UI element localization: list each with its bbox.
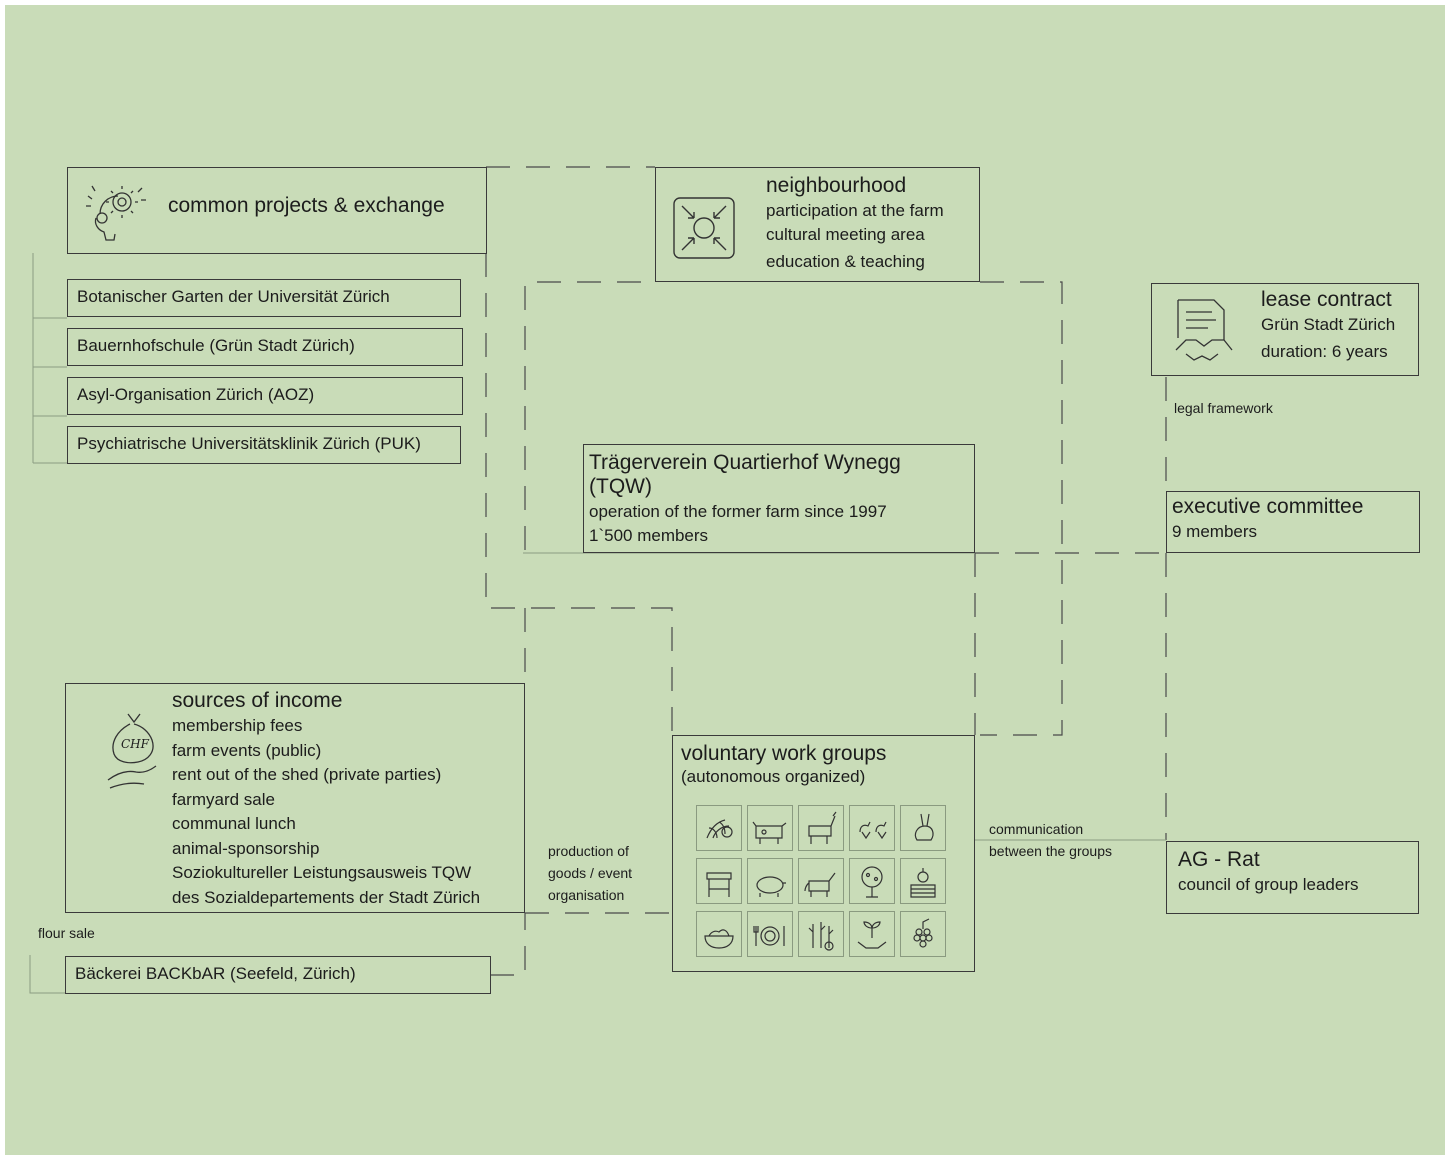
bakery-box: Bäckerei BACKbAR (Seefeld, Zürich) [65, 956, 491, 994]
lease-contract-box: lease contract Grün Stadt Zürich duratio… [1151, 283, 1419, 376]
legal-framework-label: legal framework [1174, 400, 1273, 416]
tqw-members: 1`500 members [589, 526, 709, 545]
gear-brain-lightbulb-icon [86, 185, 146, 241]
partner-box-aoz: Asyl-Organisation Zürich (AOZ) [67, 377, 463, 415]
production-label: production of goods / event organisation [548, 840, 632, 906]
partner-label: Botanischer Garten der Universität Züric… [77, 287, 390, 306]
income-item: farmyard sale [172, 789, 275, 809]
cow-icon [747, 805, 793, 851]
ag-rat-subtitle: council of group leaders [1178, 875, 1359, 894]
neighbourhood-box: neighbourhood participation at the farm … [655, 167, 980, 282]
neighbourhood-item: cultural meeting area [766, 225, 925, 244]
partner-label: Psychiatrische Universitätsklinik Zürich… [77, 434, 421, 453]
pig-icon [747, 858, 793, 904]
converging-arrows-icon [673, 197, 735, 259]
income-item: rent out of the shed (private parties) [172, 765, 442, 784]
books-apple-icon [900, 858, 946, 904]
income-item: animal-sponsorship [172, 838, 320, 858]
income-item: des Sozialdepartements der Stadt Zürich [172, 887, 481, 907]
executive-committee-members: 9 members [1172, 522, 1258, 541]
work-groups-subtitle: (autonomous organized) [681, 767, 866, 786]
horse-icon [798, 858, 844, 904]
communication-label: communication between the groups [989, 818, 1112, 862]
partner-label: Asyl-Organisation Zürich (AOZ) [77, 385, 315, 404]
partner-label: Bauernhofschule (Grün Stadt Zürich) [77, 336, 355, 355]
partner-box-botanischer-garten: Botanischer Garten der Universität Züric… [67, 279, 461, 317]
partner-box-bauernhofschule: Bauernhofschule (Grün Stadt Zürich) [67, 328, 463, 366]
lease-contract-item: duration: 6 years [1261, 342, 1388, 361]
sources-of-income-title: sources of income [172, 689, 343, 712]
executive-committee-title: executive committee [1172, 495, 1364, 518]
fruit-tree-icon [849, 858, 895, 904]
income-item: membership fees [172, 716, 303, 735]
tqw-title-line1: Trägerverein Quartierhof Wynegg [589, 451, 901, 474]
work-groups-box: voluntary work groups (autonomous organi… [672, 735, 975, 972]
salad-bowl-icon [696, 911, 742, 957]
production-label-line: production of [548, 843, 629, 859]
production-label-line: goods / event [548, 865, 633, 881]
communication-label-line: communication [989, 821, 1084, 837]
tqw-operation: operation of the former farm since 1997 [589, 502, 887, 521]
work-groups-title: voluntary work groups [681, 742, 887, 765]
ag-rat-title: AG - Rat [1178, 848, 1260, 871]
lease-contract-title: lease contract [1261, 288, 1392, 311]
common-projects-title: common projects & exchange [168, 194, 445, 217]
income-item: Soziokultureller Leistungsausweis TQW [172, 863, 472, 882]
grapes-icon [900, 911, 946, 957]
market-stall-icon [696, 858, 742, 904]
bakery-label: Bäckerei BACKbAR (Seefeld, Zürich) [75, 964, 356, 983]
donkey-icon [798, 805, 844, 851]
money-bag-hand-icon [107, 713, 157, 789]
executive-committee-box: executive committee 9 members [1166, 491, 1420, 553]
sources-of-income-box: CHF sources of income membership fees fa… [65, 683, 525, 913]
production-label-line: organisation [548, 887, 625, 903]
lease-contract-item: Grün Stadt Zürich [1261, 315, 1396, 334]
work-groups-icon-grid [696, 805, 952, 963]
communication-label-line: between the groups [989, 843, 1112, 859]
income-item: communal lunch [172, 814, 296, 833]
seedling-hands-icon [849, 911, 895, 957]
diagram-canvas [5, 5, 1445, 1155]
contract-handshake-icon [1175, 299, 1233, 361]
neighbourhood-item: participation at the farm [766, 201, 944, 220]
chickens-icon [849, 805, 895, 851]
flour-sale-label: flour sale [38, 925, 95, 941]
income-item: farm events (public) [172, 740, 322, 760]
neighbourhood-title: neighbourhood [766, 174, 907, 197]
plate-cutlery-icon [747, 911, 793, 957]
tqw-box: Trägerverein Quartierhof Wynegg (TQW) op… [583, 444, 975, 553]
ag-rat-box: AG - Rat council of group leaders [1166, 841, 1419, 914]
common-projects-box: common projects & exchange [67, 167, 487, 254]
neighbourhood-item: education & teaching [766, 252, 925, 271]
partner-box-puk: Psychiatrische Universitätsklinik Zürich… [67, 426, 461, 464]
sources-of-income-list: membership fees farm events (public) ren… [172, 714, 480, 910]
herbs-icon [798, 911, 844, 957]
vegetables-icon [696, 805, 742, 851]
rabbit-icon [900, 805, 946, 851]
tqw-title-line2: (TQW) [589, 475, 652, 498]
money-bag-label: CHF [121, 737, 149, 751]
